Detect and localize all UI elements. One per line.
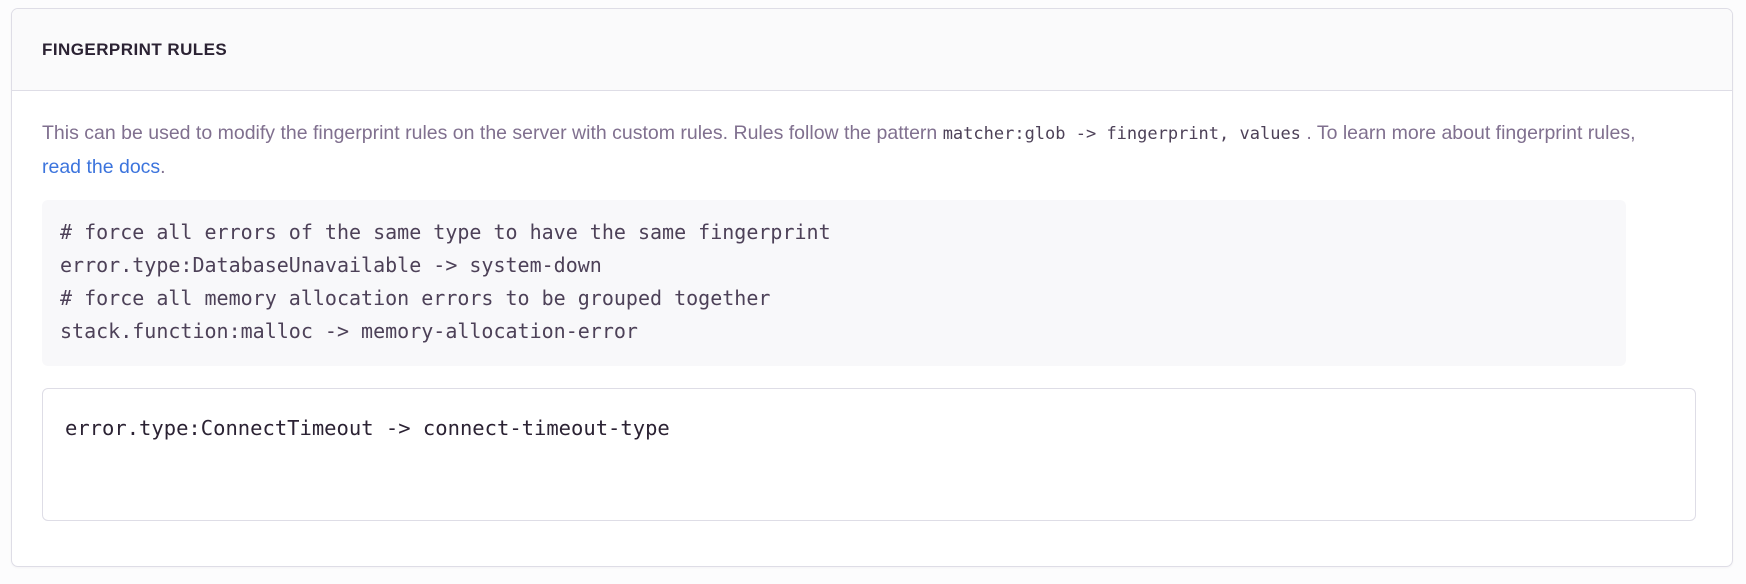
description-part-1: This can be used to modify the fingerpri… [42,122,943,144]
example-rules-code-block: # force all errors of the same type to h… [42,200,1626,366]
description-text: This can be used to modify the fingerpri… [42,117,1662,184]
fingerprint-rules-panel: FINGERPRINT RULES This can be used to mo… [11,8,1733,567]
pattern-code-snippet: matcher:glob -> fingerprint, values [942,124,1301,144]
page-title: FINGERPRINT RULES [42,40,228,59]
description-part-2: . To learn more about fingerprint rules, [1300,122,1636,144]
panel-header: FINGERPRINT RULES [12,9,1732,91]
fingerprint-rules-input[interactable] [42,388,1696,521]
panel-body: This can be used to modify the fingerpri… [12,91,1732,521]
description-part-3: . [160,156,166,178]
read-the-docs-link[interactable]: read the docs [42,156,161,178]
